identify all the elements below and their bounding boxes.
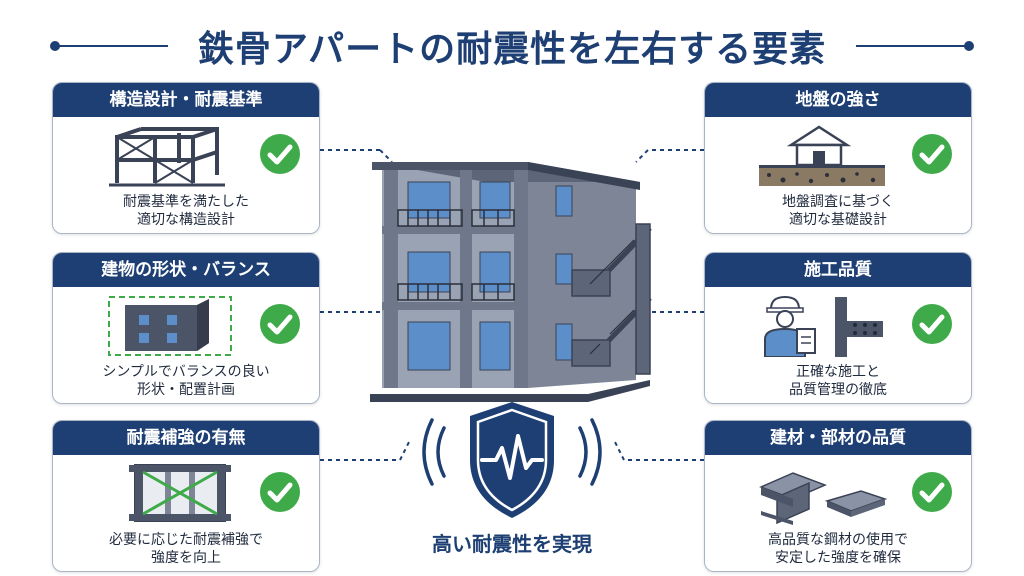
building-shape-icon xyxy=(108,296,232,356)
check-icon xyxy=(912,304,952,344)
page-title: 鉄骨アパートの耐震性を左右する要素 xyxy=(197,29,827,70)
steel-beam-icon xyxy=(759,472,887,525)
card-building-shape: 建物の形状・バランス シンプルでバランスの良い 形状・配置計画 xyxy=(52,252,320,404)
card-heading: 耐震補強の有無 xyxy=(53,421,319,455)
card-material-quality: 建材・部材の品質 高品質な鋼材の使用で 安定した強度を確保 xyxy=(704,420,972,572)
check-icon xyxy=(260,472,300,512)
check-icon xyxy=(260,134,300,174)
ground-house-icon xyxy=(759,125,885,186)
title-dot-right xyxy=(964,41,974,51)
card-description: 地盤調査に基づく 適切な基礎設計 xyxy=(782,194,894,228)
apartment-building-illustration xyxy=(370,162,652,402)
title-line-left xyxy=(56,45,168,47)
steel-frame-icon xyxy=(109,127,225,187)
card-structural-design: 構造設計・耐震基準 耐震基準を満たした 適切な構造設計 xyxy=(52,82,320,234)
card-ground-strength: 地盤の強さ 地盤調査に基づく 適切な基礎設計 xyxy=(704,82,972,234)
card-description: 耐震基準を満たした 適切な構造設計 xyxy=(123,194,249,228)
card-description: 高品質な鋼材の使用で 安定した強度を確保 xyxy=(768,532,908,566)
card-heading: 構造設計・耐震基準 xyxy=(53,83,319,117)
title-row: 鉄骨アパートの耐震性を左右する要素 xyxy=(0,14,1024,78)
result-label: 高い耐震性を実現 xyxy=(432,532,592,556)
check-icon xyxy=(912,472,952,512)
card-heading: 地盤の強さ xyxy=(705,83,971,117)
check-icon xyxy=(260,304,300,344)
card-heading: 施工品質 xyxy=(705,253,971,287)
card-description: 必要に応じた耐震補強で 強度を向上 xyxy=(109,532,263,566)
card-construction-quality: 施工品質 正確な施工と 品質管理の徹底 xyxy=(704,252,972,404)
title-line-right xyxy=(856,45,968,47)
card-description: シンプルでバランスの良い 形状・配置計画 xyxy=(102,364,270,398)
check-icon xyxy=(912,134,952,174)
card-heading: 建材・部材の品質 xyxy=(705,421,971,455)
cross-brace-icon xyxy=(129,464,231,522)
card-heading: 建物の形状・バランス xyxy=(53,253,319,287)
card-seismic-reinforcement: 耐震補強の有無 必要に応じた耐震補強で 強度を向上 xyxy=(52,420,320,572)
shield-icon xyxy=(422,402,602,518)
title-dot-left xyxy=(50,41,60,51)
card-description: 正確な施工と 品質管理の徹底 xyxy=(789,364,887,398)
worker-icon xyxy=(764,295,883,357)
